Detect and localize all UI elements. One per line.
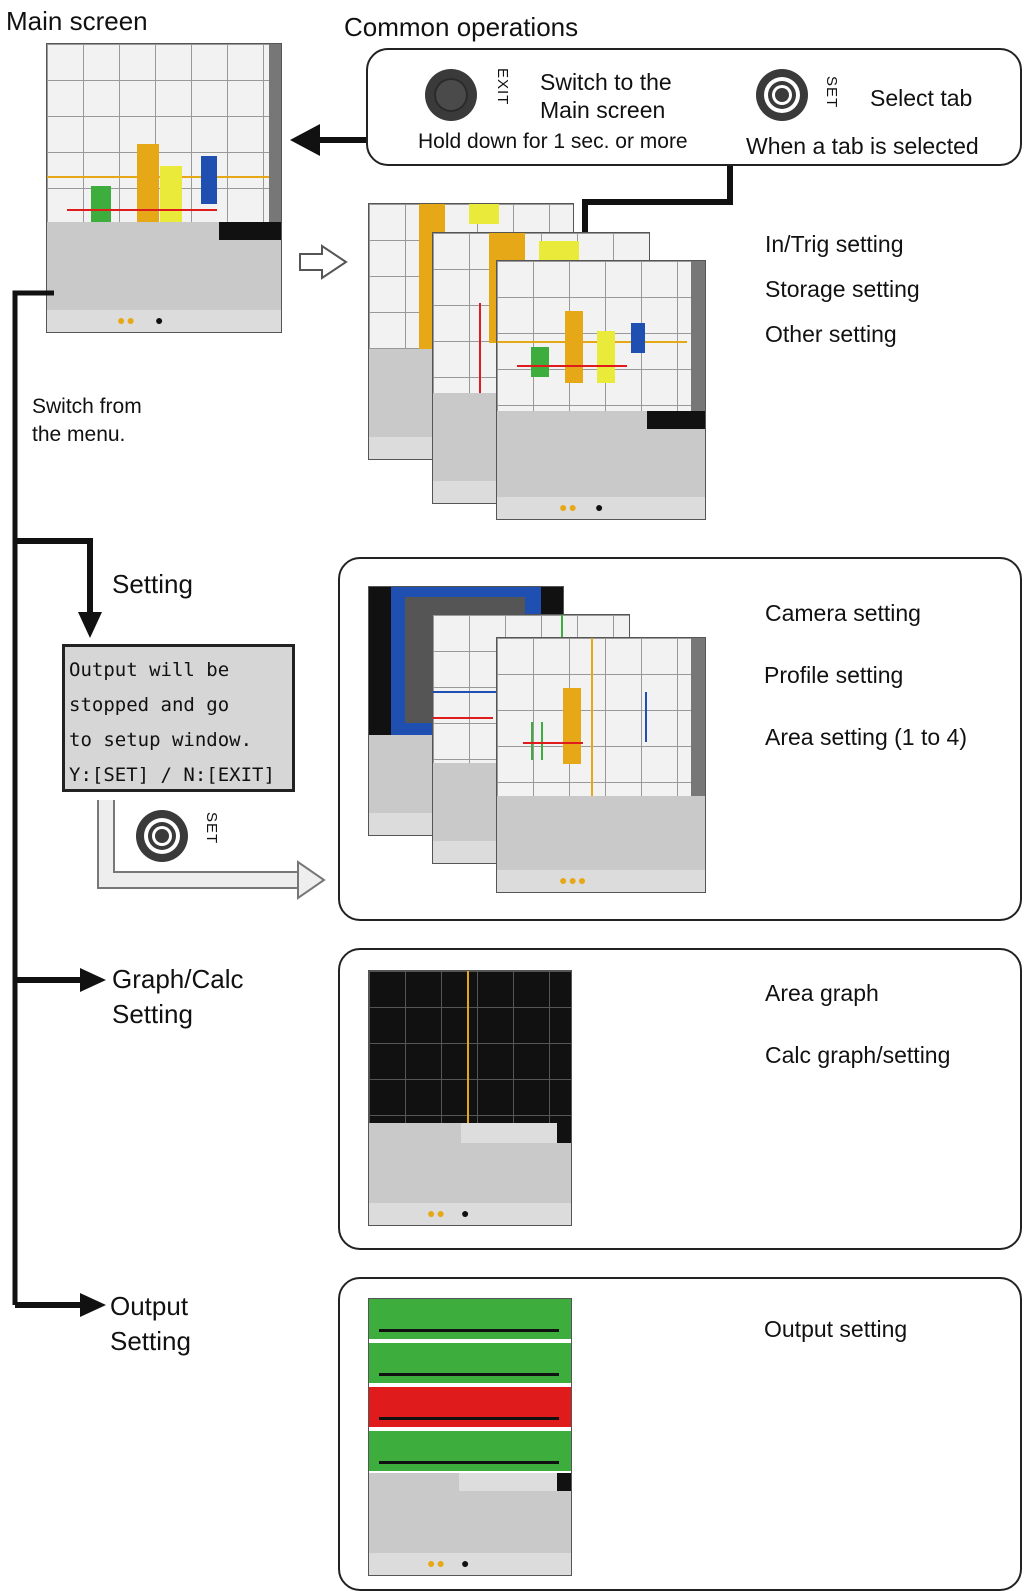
setup-confirm-dialog: Output will be stopped and go to setup w… bbox=[62, 644, 295, 792]
main-screen-thumbnail: ●●● bbox=[46, 43, 282, 333]
dialog-line-1: Output will be bbox=[69, 659, 230, 681]
output-screen-thumbnail: ●●● bbox=[368, 1298, 572, 1576]
area-graph-screen-thumbnail: ●●● bbox=[368, 970, 572, 1226]
dialog-set-label: SET bbox=[203, 812, 220, 845]
tab-item-in-trig: In/Trig setting bbox=[765, 231, 904, 257]
setting-item-area: Area setting (1 to 4) bbox=[765, 724, 967, 750]
set-button-label: SET bbox=[823, 76, 840, 109]
exit-button-label: EXIT bbox=[494, 68, 511, 106]
exit-button-icon bbox=[425, 69, 477, 121]
exit-action-line2: Main screen bbox=[540, 97, 666, 123]
tab-item-storage: Storage setting bbox=[765, 276, 920, 302]
output-item-setting: Output setting bbox=[764, 1316, 908, 1342]
output-label-line1: Output bbox=[110, 1291, 189, 1321]
common-operations-panel bbox=[366, 48, 1022, 166]
tab-item-other: Other setting bbox=[765, 321, 897, 347]
exit-condition: Hold down for 1 sec. or more bbox=[418, 130, 688, 153]
graph-item-calc: Calc graph/setting bbox=[765, 1042, 951, 1068]
area-screen-thumbnail: ●●● bbox=[496, 637, 706, 893]
setting-item-camera: Camera setting bbox=[765, 600, 921, 626]
set-button-icon bbox=[756, 69, 808, 121]
setting-item-profile: Profile setting bbox=[764, 662, 904, 688]
tab-screen-thumbnail-3: ●●● bbox=[496, 260, 706, 520]
set-condition: When a tab is selected bbox=[746, 133, 979, 159]
graph-item-area-graph: Area graph bbox=[765, 980, 879, 1006]
graph-calc-label-line1: Graph/Calc bbox=[112, 964, 244, 994]
dialog-line-4: Y:[SET] / N:[EXIT] bbox=[69, 764, 275, 786]
switch-note-line2: the menu. bbox=[32, 423, 126, 446]
main-screen-title: Main screen bbox=[6, 6, 148, 36]
setting-label: Setting bbox=[112, 569, 193, 599]
set-action: Select tab bbox=[870, 85, 973, 111]
dialog-line-3: to setup window. bbox=[69, 729, 253, 751]
output-label-line2: Setting bbox=[110, 1326, 191, 1356]
common-operations-title: Common operations bbox=[344, 12, 579, 42]
switch-note-line1: Switch from bbox=[32, 395, 142, 418]
set-button-icon-dialog bbox=[136, 810, 188, 862]
dialog-line-2: stopped and go bbox=[69, 694, 230, 716]
graph-calc-label-line2: Setting bbox=[112, 999, 193, 1029]
exit-action-line1: Switch to the bbox=[540, 69, 672, 95]
